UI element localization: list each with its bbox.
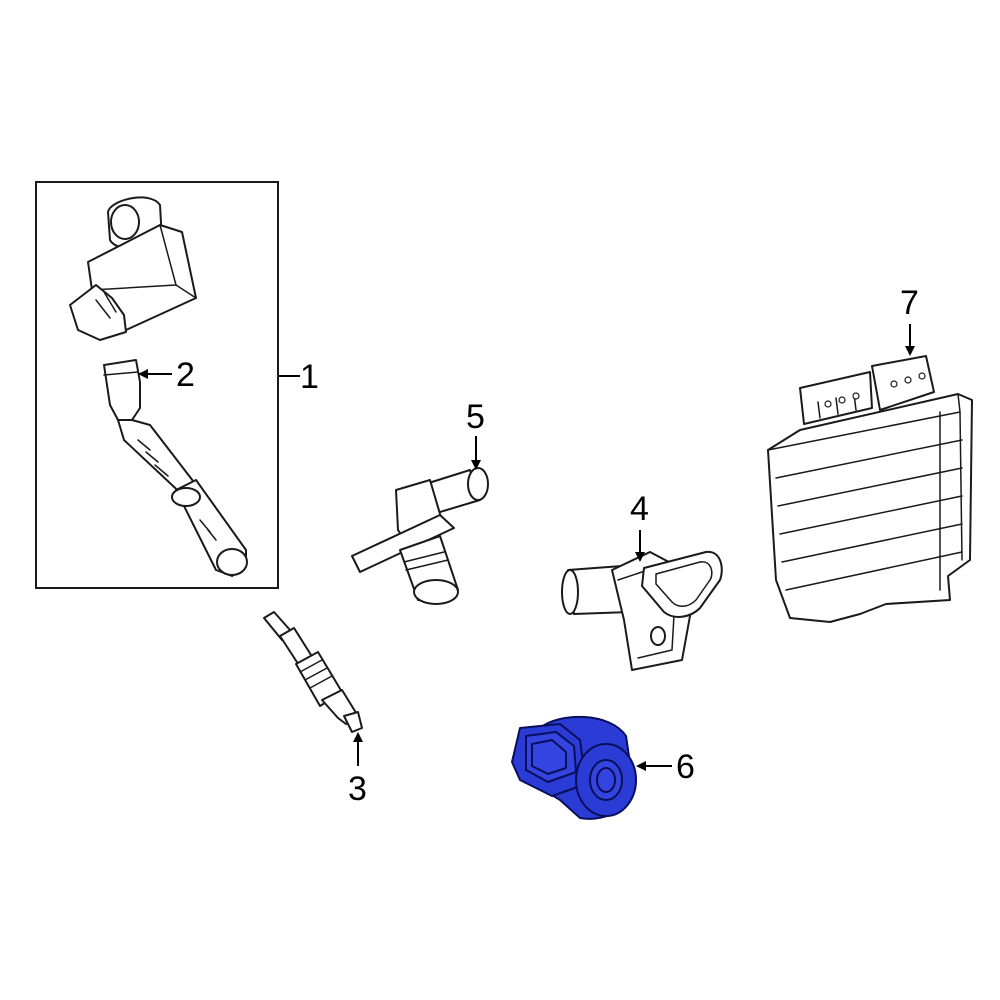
control-module-part[interactable] (767, 355, 973, 623)
callout-3: 3 (348, 770, 367, 808)
ignition-coil-part[interactable] (69, 196, 197, 341)
camshaft-sensor-part[interactable] (351, 467, 489, 605)
spark-plug-part[interactable] (263, 611, 363, 733)
callout-5: 5 (466, 398, 485, 436)
callout-1: 1 (300, 358, 319, 396)
crankshaft-sensor-part[interactable] (561, 550, 723, 671)
assembly-group-box (35, 181, 279, 589)
callout-4: 4 (630, 490, 649, 528)
knock-sensor-part[interactable] (511, 715, 637, 820)
callout-6: 6 (676, 748, 695, 786)
callout-7: 7 (900, 284, 919, 322)
coil-boot-part[interactable] (103, 359, 248, 577)
callout-2: 2 (176, 356, 195, 394)
